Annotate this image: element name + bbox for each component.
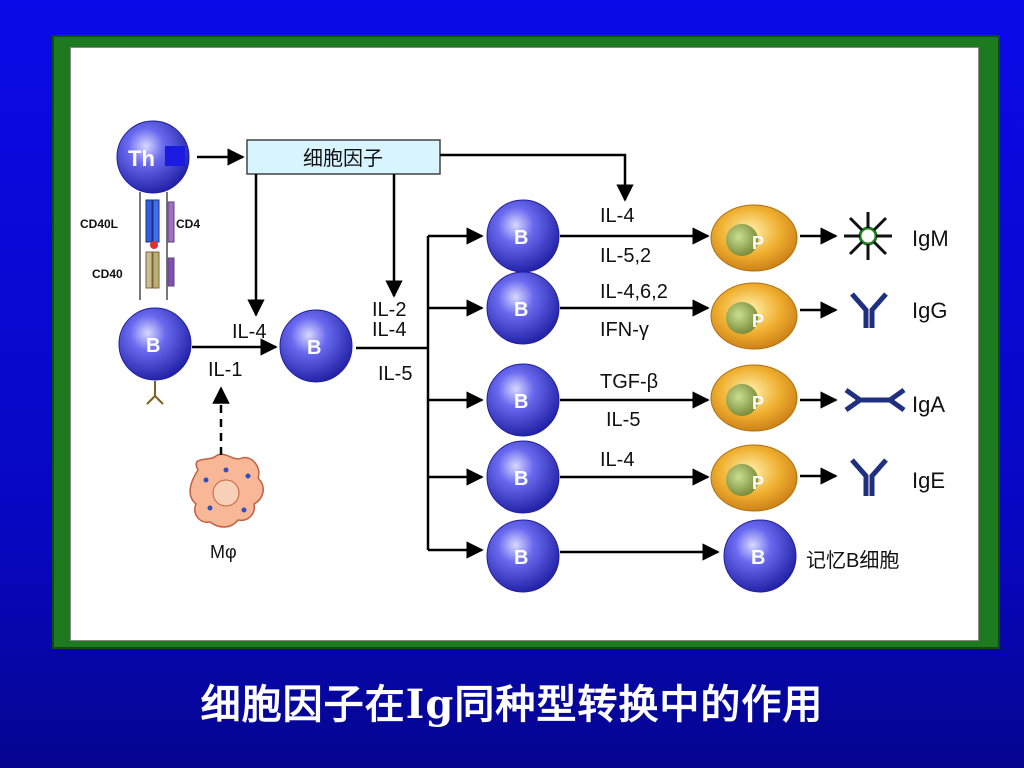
svg-text:IgE: IgE <box>912 468 945 493</box>
svg-text:P: P <box>752 233 764 253</box>
cd40-label: CD40 <box>92 267 123 281</box>
svg-text:B: B <box>146 335 160 357</box>
cytokine-box <box>246 139 441 175</box>
svg-text:TGF-β: TGF-β <box>600 371 658 393</box>
receptor-complex <box>139 192 175 300</box>
cytokine-box-label: 细胞因子 <box>303 147 383 170</box>
il-mid-1: IL-2 <box>372 299 406 321</box>
il-mid-2: IL-4 <box>372 319 406 341</box>
memory-b-label: 记忆B细胞 <box>806 549 899 572</box>
svg-text:IgA: IgA <box>912 392 945 417</box>
svg-text:B: B <box>514 227 528 249</box>
b-cell-middle: B <box>279 309 353 383</box>
bcr-icon <box>146 381 164 405</box>
th-label: Th <box>128 146 155 171</box>
svg-text:P: P <box>752 473 764 493</box>
igg-icon <box>850 292 888 328</box>
th-cell: Th <box>116 120 190 194</box>
th-highlight <box>165 146 185 166</box>
svg-text:IL-4,6,2: IL-4,6,2 <box>600 281 668 303</box>
ige-icon <box>850 458 888 496</box>
row-igm: B IL-4 IL-5,2 P IgM <box>486 199 949 273</box>
svg-text:IL-5,2: IL-5,2 <box>600 245 651 267</box>
svg-text:B: B <box>514 299 528 321</box>
svg-text:B: B <box>307 337 321 359</box>
il-left-bottom: IL-1 <box>208 359 242 381</box>
svg-text:IgM: IgM <box>912 226 949 251</box>
row-memory-b: B B 记忆B细胞 <box>486 519 899 593</box>
svg-text:P: P <box>752 393 764 413</box>
svg-text:B: B <box>514 547 528 569</box>
row-ige: B IL-4 P IgE <box>486 440 945 514</box>
svg-text:P: P <box>752 311 764 331</box>
row-igg: B IL-4,6,2 IFN-γ P IgG <box>486 271 947 350</box>
svg-text:B: B <box>514 468 528 490</box>
svg-text:B: B <box>751 547 765 569</box>
slide-caption: 细胞因子在Ig同种型转换中的作用 <box>200 681 824 728</box>
row-iga: B TGF-β IL-5 P IgA <box>486 363 945 437</box>
il-left-top: IL-4 <box>232 321 266 343</box>
il-mid-3: IL-5 <box>378 363 412 385</box>
igm-icon <box>844 212 892 260</box>
cd40l-label: CD40L <box>80 217 118 231</box>
svg-text:B: B <box>514 391 528 413</box>
macrophage-label: Mφ <box>210 542 237 562</box>
svg-text:IL-5: IL-5 <box>606 409 640 431</box>
b-cell-left: B <box>118 307 192 405</box>
macrophage <box>189 453 264 528</box>
svg-text:IL-4: IL-4 <box>600 205 634 227</box>
svg-text:IFN-γ: IFN-γ <box>600 319 649 341</box>
svg-text:IL-4: IL-4 <box>600 449 634 471</box>
svg-text:IgG: IgG <box>912 298 947 323</box>
cd4-label: CD4 <box>176 217 200 231</box>
iga-icon <box>844 387 906 413</box>
